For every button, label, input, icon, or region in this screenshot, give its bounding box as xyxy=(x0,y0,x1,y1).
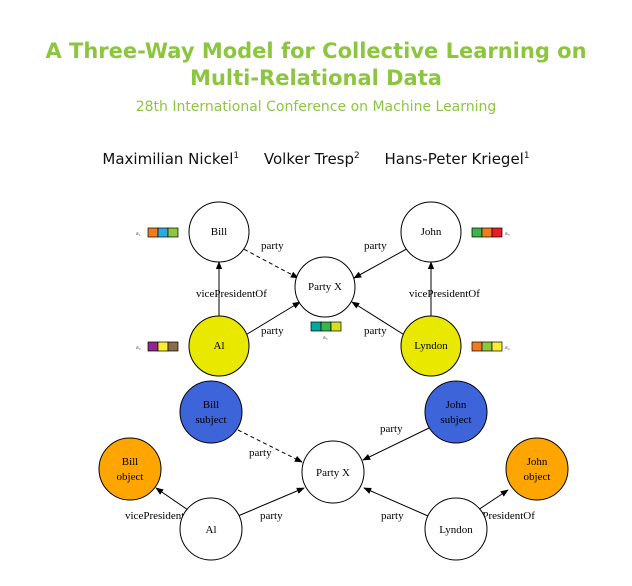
title-line-1: A Three-Way Model for Collective Learnin… xyxy=(45,39,587,63)
edge-top-lyndon-party xyxy=(351,301,407,337)
svg-text:a₄: a₄ xyxy=(505,345,510,351)
node-john-object: John object xyxy=(505,437,569,501)
svg-text:John: John xyxy=(421,226,442,238)
edge-label-bottom-john-party: party xyxy=(380,423,403,435)
svg-text:a₂: a₂ xyxy=(136,345,141,351)
node-bill-subject: Bill subject xyxy=(179,380,243,444)
node-john-subject: John subject xyxy=(424,380,488,444)
edge-label-top-john-party: party xyxy=(364,240,387,252)
node-top-lyndon: Lyndon xyxy=(400,315,462,377)
node-bottom-party: Party X xyxy=(301,440,365,504)
latent-vector-a5: a₅ xyxy=(310,321,342,341)
edge-top-john-party xyxy=(353,245,413,279)
latent-vector-a1: a₁ xyxy=(136,227,179,238)
svg-text:Party X: Party X xyxy=(316,467,350,479)
edge-bottom-bill-party xyxy=(237,429,303,463)
svg-text:Bill: Bill xyxy=(122,456,139,468)
author-1: Maximilian Nickel1 xyxy=(102,150,240,168)
latent-vector-a2: a₂ xyxy=(136,341,179,352)
node-bill-object: Bill object xyxy=(98,437,162,501)
node-top-bill: Bill xyxy=(188,201,250,263)
svg-text:Bill: Bill xyxy=(203,399,220,411)
svg-text:object: object xyxy=(524,471,551,483)
edge-bottom-lyndon-john xyxy=(477,489,509,511)
svg-text:John: John xyxy=(446,399,467,411)
edge-bottom-al-party xyxy=(237,487,305,517)
svg-text:object: object xyxy=(117,471,144,483)
svg-text:Lyndon: Lyndon xyxy=(414,340,448,352)
edge-bottom-lyndon-party xyxy=(363,487,429,517)
svg-text:John: John xyxy=(527,456,548,468)
svg-text:a₁: a₁ xyxy=(136,231,141,237)
svg-text:a₃: a₃ xyxy=(505,231,510,237)
edge-top-al-party xyxy=(243,301,301,337)
paper-title: A Three-Way Model for Collective Learnin… xyxy=(0,38,632,92)
edge-top-bill-party xyxy=(237,245,299,279)
conference-name: 28th International Conference on Machine… xyxy=(135,99,497,115)
node-top-party: Party X xyxy=(294,256,356,318)
edge-label-bottom-bill-party: party xyxy=(249,447,272,459)
edge-label-bottom-al-party: party xyxy=(260,510,283,522)
node-top-john: John xyxy=(400,201,462,263)
svg-text:a₅: a₅ xyxy=(323,335,328,341)
edge-bottom-john-party xyxy=(362,427,430,461)
svg-text:Bill: Bill xyxy=(211,226,228,238)
node-bottom-lyndon: Lyndon xyxy=(424,497,488,561)
edge-label-top-al-party: party xyxy=(261,325,284,337)
svg-text:Party X: Party X xyxy=(308,281,342,293)
author-list: Maximilian Nickel1 Volker Tresp2 Hans-Pe… xyxy=(0,150,632,168)
edge-label-bottom-al-bill: vicePresidentOf xyxy=(125,510,196,522)
svg-text:Al: Al xyxy=(214,340,225,352)
svg-text:subject: subject xyxy=(440,414,471,426)
svg-text:Al: Al xyxy=(206,524,217,536)
top-graph: party party party party vicePresidentOf … xyxy=(136,201,510,377)
edge-label-top-lyndon-john: vicePresidentOf xyxy=(409,288,480,300)
svg-text:Lyndon: Lyndon xyxy=(439,524,473,536)
latent-vector-a3: a₃ xyxy=(471,227,510,238)
svg-text:subject: subject xyxy=(195,414,226,426)
edge-label-bottom-lyndon-party: party xyxy=(381,510,404,522)
node-top-al: Al xyxy=(188,315,250,377)
latent-vector-a4: a₄ xyxy=(471,341,510,352)
bottom-graph: party party party party vicePresidentOf … xyxy=(98,380,569,561)
author-3: Hans-Peter Kriegel1 xyxy=(384,150,530,168)
edge-label-top-al-bill: vicePresidentOf xyxy=(196,288,267,300)
edge-label-top-bill-party: party xyxy=(261,240,284,252)
author-2: Volker Tresp2 xyxy=(263,150,360,168)
title-line-2: Multi-Relational Data xyxy=(190,66,442,90)
node-bottom-al: Al xyxy=(179,497,243,561)
edge-bottom-al-bill xyxy=(155,487,189,511)
edge-label-top-lyndon-party: party xyxy=(364,325,387,337)
